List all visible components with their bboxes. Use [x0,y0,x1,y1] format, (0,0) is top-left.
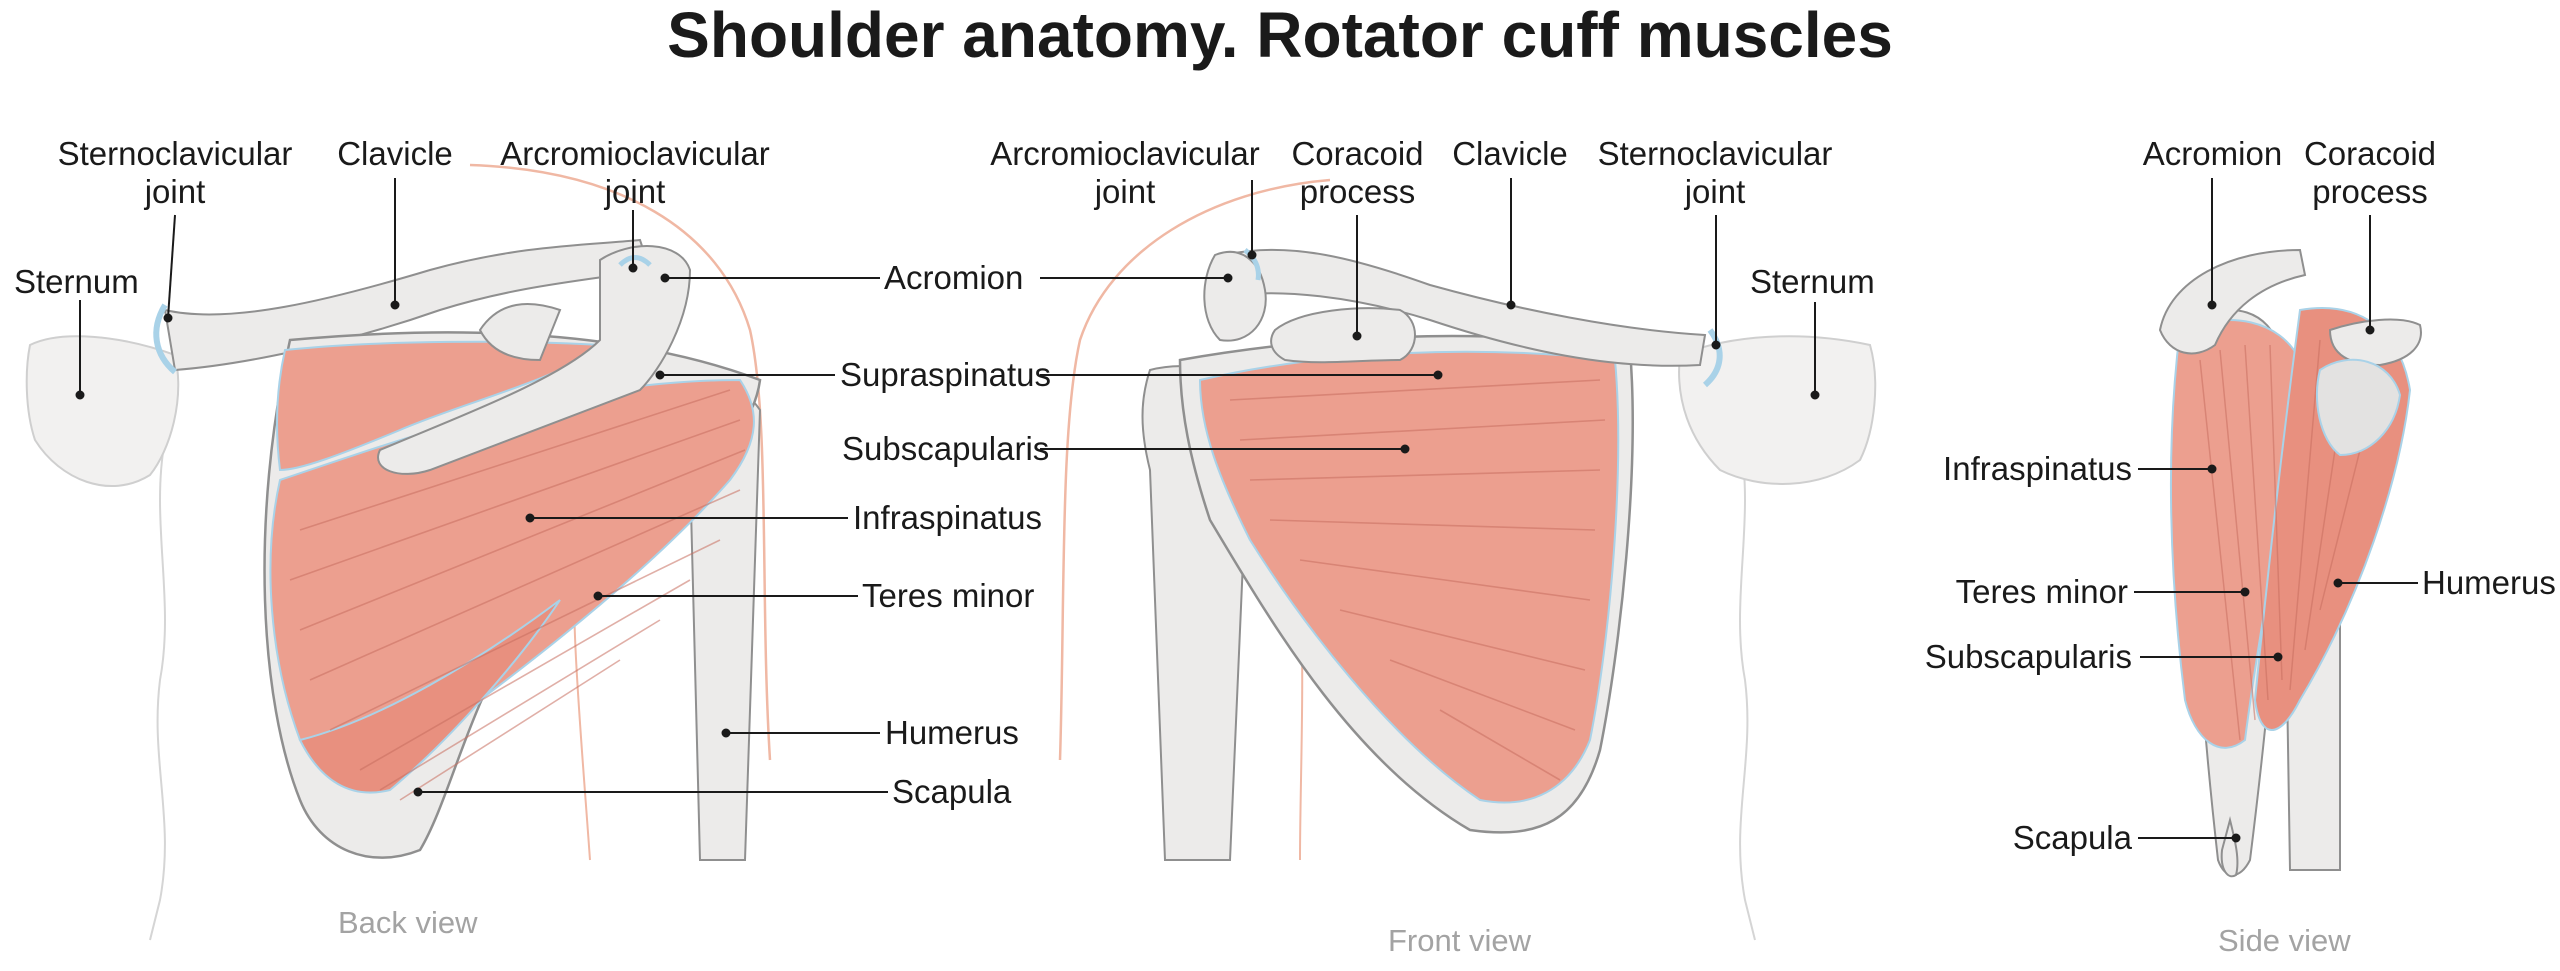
front-fibers [1229,379,1606,781]
label-back-sternum: Sternum [14,263,139,300]
back-ac-joint-shape [618,255,652,267]
label-infraspinatus: Infraspinatus [853,499,1042,536]
front-sternum-shape [1678,335,1877,485]
caption-back-view: Back view [338,905,478,940]
label-side-teres-minor: Teres minor [1955,573,2128,610]
side-acromion-shape [2158,248,2307,355]
label-back-humerus: Humerus [885,714,1019,751]
label-back-sternoclavicular-joint: Sternoclavicular joint [57,135,293,210]
caption-front-view: Front view [1388,923,1531,958]
label-front-sternoclavicular-joint: Sternoclavicular joint [1597,135,1833,210]
leader-lines [75,178,2418,843]
back-coracoid-shape [478,303,562,362]
label-side-infraspinatus: Infraspinatus [1943,450,2132,487]
label-side-acromion: Acromion [2142,135,2283,172]
back-teres-minor-shape [298,599,561,794]
front-view [1058,178,1877,941]
label-back-acromioclavicular-joint: Arcromioclavicular joint [500,135,770,210]
front-torso-edge [1739,439,1756,941]
label-side-subscapularis: Subscapularis [1924,638,2132,675]
label-supraspinatus: Supraspinatus [840,356,1051,393]
label-side-humerus: Humerus [2422,564,2556,601]
front-skin-outline [1058,178,1331,761]
side-infraspinatus-shape [2169,319,2302,749]
figure-title: Shoulder anatomy. Rotator cuff muscles [667,0,1893,71]
back-skin-outline [469,163,772,761]
front-coracoid-shape [1270,307,1416,364]
front-clavicle-shape [1223,248,1707,367]
caption-side-view: Side view [2218,923,2351,958]
back-supraspinatus-shape [276,340,603,472]
label-teres-minor: Teres minor [862,577,1035,614]
label-acromion: Acromion [884,259,1024,296]
side-coracoid-shape [2328,318,2422,367]
front-sc-joint-shape [1702,328,1723,388]
side-humeral-head-shape [2316,358,2402,457]
side-fibers [2199,339,2381,741]
label-front-acromioclavicular-joint: Arcromioclavicular joint [990,135,1260,210]
front-acromion-shape [1203,250,1267,342]
back-sternum-shape [25,335,180,488]
label-side-scapula: Scapula [2012,819,2132,856]
label-front-sternum: Sternum [1750,263,1875,300]
label-front-clavicle: Clavicle [1452,135,1568,172]
back-acromion-shape [377,245,692,475]
label-subscapularis: Subscapularis [842,430,1050,467]
label-back-clavicle: Clavicle [337,135,453,172]
label-side-coracoid-process: Coracoid process [2303,135,2437,210]
front-ac-joint-shape [1243,248,1261,281]
back-sc-joint-shape [153,303,178,375]
front-subscapularis-shape [1198,350,1620,804]
label-back-scapula: Scapula [892,773,1012,810]
back-view [25,163,772,941]
side-view [2158,248,2422,878]
label-front-coracoid-process: Coracoid process [1291,135,1424,210]
back-torso-edge [149,439,166,941]
